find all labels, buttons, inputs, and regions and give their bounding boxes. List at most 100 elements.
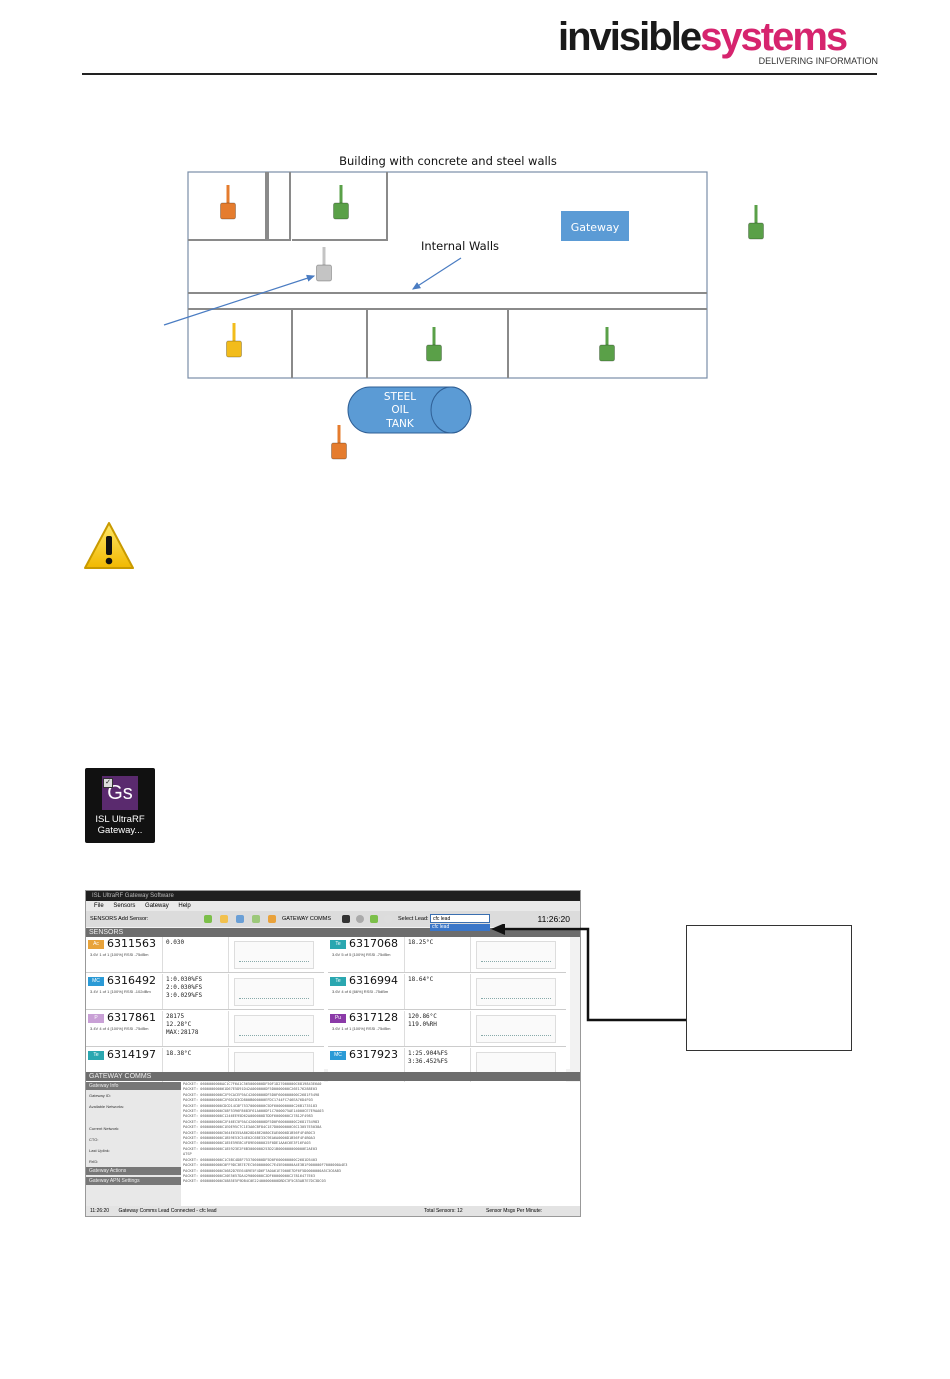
connect-icon[interactable] [370,915,378,923]
steel-oil-tank: STEEL OIL TANK [347,386,472,434]
select-lead-dropdown[interactable]: cfc lead [430,914,490,923]
sensor-trend-plot[interactable] [476,941,556,969]
side-row: Gateway ID: [89,1093,112,1098]
packet-line: PACKET: 0600000000AC1C7F6A1C565000000DF5… [183,1082,322,1086]
tile-divider [162,1048,163,1083]
sensor-trend-plot[interactable] [476,978,556,1006]
sensor-green-room2 [333,185,349,220]
app-icon-label-line1: ISL UltraRF [95,814,145,825]
packet-line: PACKET: 0600000000C1246EE95D62A000000D7D… [183,1114,313,1119]
side-row [86,1112,181,1123]
building-outline [187,171,708,379]
sensor-readings: 28175 12.28°C MAX:28178 [166,1013,199,1036]
gateway-actions-header[interactable]: Gateway Actions [86,1167,181,1175]
toolbar-clock: 11:26:20 [537,914,570,924]
sensor-id: 6316994 [349,974,398,987]
refresh-icon[interactable] [252,915,260,923]
tank-label-line3: TANK [385,418,415,430]
annotation-box [686,925,852,1051]
folder-icon[interactable] [220,915,228,923]
isl-ultrarf-gateway-shortcut-icon[interactable]: Gs ✓ ISL UltraRF Gateway... [85,768,155,843]
building-diagram: Building with concrete and steel walls G… [163,154,764,460]
status-time: 11:26:20 [90,1208,110,1214]
sensor-trend-plot[interactable] [476,1015,556,1043]
tank-label-line1: STEEL [384,391,416,403]
sensor-green-room4 [426,327,442,362]
sensor-trend-plot[interactable] [234,1015,314,1043]
packet-line: PACKET: 0600000000C1B59E53C54E02C6BE33C9… [183,1136,315,1141]
internal-walls-label: Internal Walls [421,239,499,253]
gateway-info-panel: Gateway Info Gateway ID: Available Netwo… [86,1082,181,1206]
tile-divider [470,937,471,972]
gateway-apn-settings-header[interactable]: Gateway APN Settings [86,1177,181,1185]
sensor-id: 6317068 [349,937,398,950]
sensor-readings: 1:0.030%FS 2:0.030%FS 3:0.029%FS [166,976,203,999]
check-icon[interactable] [204,915,212,923]
packet-line: PACKET: 0600000000C5682D7EE6489E5F4D6F7A… [183,1168,341,1173]
select-lead-option[interactable]: cfc lead [430,924,490,931]
sensor-type-badge: MC [330,1051,346,1060]
status-total-sensors: Total Sensors: 12 [424,1208,463,1214]
window-title: ISL UltraRF Gateway Software [86,891,580,901]
sensor-meta: 3.6V 4 of 6 [66%] RSSI -75dBm [332,989,389,994]
gateway-info-header[interactable]: Gateway Info [86,1082,181,1090]
toolbar-sensors-label: SENSORS Add Sensor: [90,916,149,922]
status-connection: Gateway Comms Lead Connected - cfc lead [118,1208,217,1214]
sensor-meta: 3.6V 5 of 5 [100%] RSSI -75dBm [332,952,391,957]
menu-help[interactable]: Help [178,903,191,909]
tile-divider [162,937,163,972]
walls-arrow [411,257,462,290]
side-row: Available Networks: [89,1104,125,1109]
packet-line: PACKET: 0600000000C185E59E8C4F89E0000025… [183,1141,311,1146]
app-icon-label: ISL UltraRF Gateway... [85,814,155,836]
packet-line: PACKET: 0600000000CDCD14C8F75370000000C5… [183,1103,318,1108]
packet-line: PACKET: 0600000000C2F46EC5F9AC42000000DF… [183,1119,320,1124]
sensor-type-badge: Pu [330,1014,346,1023]
company-logo: invisiblesystems DELIVERING INFORMATION [558,14,878,74]
packet-line: ATSP [183,1152,192,1157]
status-icon [384,915,392,923]
stop-icon[interactable] [356,915,364,923]
sensor-green-room5 [599,327,615,362]
status-bar: 11:26:20 Gateway Comms Lead Connected - … [86,1206,580,1216]
menu-file[interactable]: File [94,903,104,909]
menu-gateway[interactable]: Gateway [145,903,169,909]
sensor-readings: 18.25°C [408,939,434,946]
menu-sensors[interactable]: Sensors [113,903,136,909]
side-row: Last Uplink: [89,1148,110,1153]
sensor-id: 6311563 [107,937,156,950]
sensor-yellow-room3 [226,323,242,358]
sensor-trend-plot[interactable] [234,941,314,969]
select-lead-label: Select Lead: [398,916,429,922]
terminal-icon[interactable] [342,915,350,923]
packet-line: PACKET: 0600000000C564E6355A8628D4BE2080… [183,1130,315,1135]
diagram-title: Building with concrete and steel walls [339,154,557,168]
tile-divider [228,974,229,1009]
gateway-comms-panel: Gateway Info Gateway ID: Available Netwo… [86,1082,580,1206]
sensor-readings: 120.86°C 119.0%RH [408,1013,437,1028]
tile-divider [470,1011,471,1046]
sensor-meta: 3.4V 1 of 1 [100%] RSSI -102dBm [90,989,151,994]
toolbar: SENSORS Add Sensor: GATEWAY COMMS Select… [86,911,580,931]
packet-line: PACKET: 060000000061D67E5D91D42A000000DF… [183,1087,318,1092]
packet-line: PACKET: 0600000000C1E0E95C7C1E3A6CBF84C1… [183,1125,322,1130]
gateway-software-window: ISL UltraRF Gateway Software File Sensor… [85,890,581,1217]
checkbox-icon: ✓ [103,778,113,788]
logo-wordmark: invisiblesystems [558,14,848,60]
download-icon[interactable] [236,915,244,923]
sensor-meta: 3.6V 1 of 1 [100%] RSSI -75dBm [332,1026,391,1031]
sensor-readings: 18.38°C [166,1050,192,1057]
alarm-icon[interactable] [268,915,276,923]
sensor-trend-plot[interactable] [234,978,314,1006]
internal-walls [188,172,707,378]
tile-divider [162,974,163,1009]
tile-divider [228,1011,229,1046]
sensor-id: 6316492 [107,974,156,987]
status-msgs-per-minute: Sensor Msgs Per Minute: [486,1208,543,1214]
